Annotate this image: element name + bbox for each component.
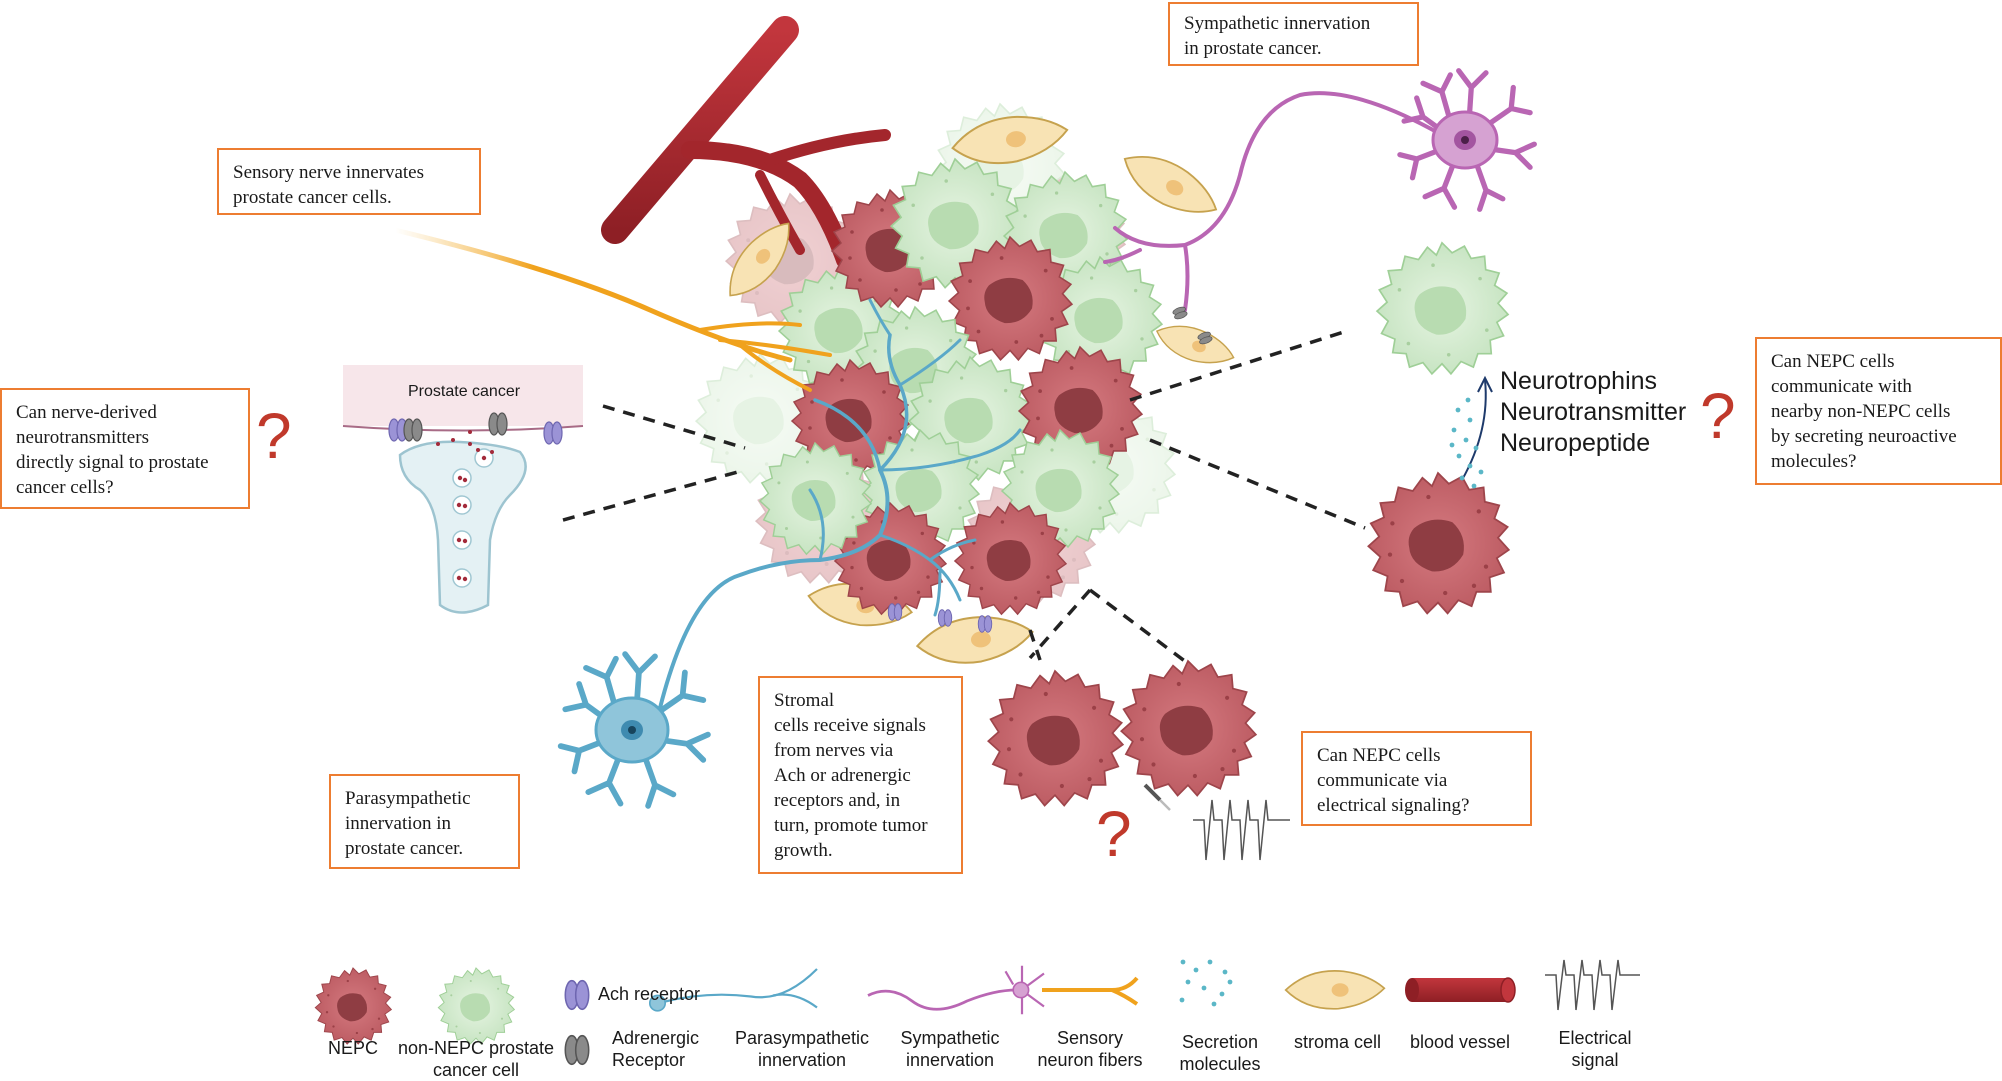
leader-lines [562, 328, 1366, 667]
legend-parasympathetic: Parasympathetic innervation [734, 1028, 870, 1070]
parasympathetic-neuron [561, 298, 1022, 806]
secretion-scene [1367, 241, 1510, 615]
legend-icons [314, 959, 1640, 1066]
callout-stromal: Stromal cells receive signals from nerve… [758, 676, 963, 874]
legend-sensory: Sensory neuron fibers [1037, 1028, 1143, 1070]
legend-adrenergic-receptor: Adrenergic Receptor [612, 1028, 700, 1070]
question-mark-electrical: ? [1096, 798, 1132, 870]
legend-blood-vessel: blood vessel [1409, 1032, 1511, 1052]
legend-nepc: NEPC [327, 1038, 378, 1058]
question-mark-synapse: ? [256, 400, 292, 472]
question-mark-secretion: ? [1700, 380, 1736, 452]
legend-secretion: Secretion molecules [1179, 1032, 1261, 1074]
synapse-inset [342, 365, 584, 614]
callout-electrical: Can NEPC cells communicate via electrica… [1301, 731, 1532, 826]
legend-electrical: Electrical signal [1558, 1028, 1632, 1070]
electrical-scene [987, 660, 1290, 861]
legend-non-nepc: non-NEPC prostate cancer cell [397, 1038, 555, 1080]
callout-sympathetic: Sympathetic innervation in prostate canc… [1168, 2, 1419, 66]
callout-nerve-question: Can nerve-derived neurotransmitters dire… [0, 388, 250, 509]
legend-stroma: stroma cell [1293, 1032, 1382, 1052]
sensory-nerve-fiber [392, 227, 832, 392]
sympathetic-neuron [1103, 71, 1534, 312]
legend-ach-receptor: Ach receptor [598, 984, 701, 1004]
callout-sensory: Sensory nerve innervates prostate cancer… [217, 148, 481, 215]
neuro-molecules-label: Neurotrophins Neurotransmitter Neuropept… [1500, 367, 1687, 457]
callout-parasympathetic: Parasympathetic innervation in prostate … [329, 774, 520, 869]
callout-nepc-secrete: Can NEPC cells communicate with nearby n… [1755, 337, 2002, 485]
synapse-label: Prostate cancer [408, 383, 521, 400]
blood-vessel-tumor [601, 16, 891, 269]
legend-sympathetic: Sympathetic innervation [900, 1028, 1000, 1070]
